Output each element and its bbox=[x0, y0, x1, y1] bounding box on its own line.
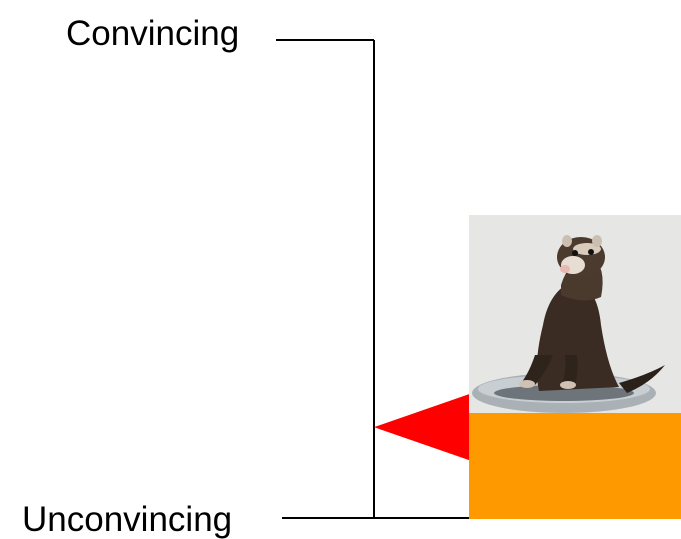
red-pointer-marker bbox=[374, 393, 472, 462]
orange-block bbox=[469, 413, 681, 519]
bottom-scale-label: Unconvincing bbox=[22, 500, 233, 539]
ferret-photo bbox=[469, 215, 681, 415]
top-scale-label: Convincing bbox=[66, 14, 240, 53]
